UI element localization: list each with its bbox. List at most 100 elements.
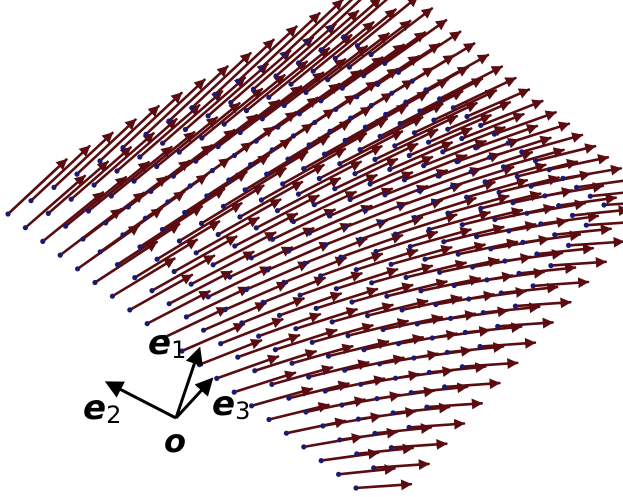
sample-point	[437, 96, 443, 102]
vector-arrow	[29, 144, 91, 202]
vector-arrow	[427, 209, 491, 231]
sample-point	[227, 274, 233, 280]
sample-point	[196, 362, 202, 368]
sample-point	[5, 211, 11, 217]
sample-point	[295, 191, 302, 197]
vector-arrow	[423, 241, 486, 261]
sample-point	[154, 256, 160, 262]
sample-point	[290, 218, 297, 225]
vector-arrow	[410, 42, 476, 83]
sample-point	[182, 126, 188, 133]
sample-point	[373, 248, 379, 255]
vector-arrow	[200, 87, 264, 140]
sample-point	[348, 115, 354, 121]
vector-arrow	[194, 113, 258, 163]
vector-arrow	[180, 322, 246, 353]
sample-point	[239, 320, 245, 326]
vector-arrow	[298, 69, 363, 116]
sample-point	[108, 193, 114, 199]
vector-arrow	[479, 190, 542, 210]
vector-arrow	[418, 77, 484, 113]
sample-point	[259, 116, 265, 122]
sample-point	[346, 64, 352, 70]
sample-point	[477, 343, 483, 350]
vector-arrow	[469, 150, 534, 173]
sample-point	[433, 301, 439, 308]
vector-arrow	[397, 30, 462, 74]
sample-point	[296, 111, 303, 117]
sample-point	[382, 192, 388, 198]
sample-point	[171, 268, 177, 275]
sample-point	[193, 250, 199, 256]
sample-point	[179, 348, 185, 354]
sample-point	[264, 171, 270, 177]
vector-arrow	[64, 176, 128, 228]
vector-arrow	[344, 201, 409, 229]
sample-point	[480, 310, 486, 316]
vector-arrow	[451, 76, 517, 109]
sample-point	[222, 307, 228, 313]
sample-point	[552, 232, 558, 238]
sample-point	[325, 353, 332, 359]
sample-point	[349, 299, 355, 305]
vector-arrow	[478, 337, 537, 349]
sample-point	[372, 156, 378, 162]
vector-arrow	[319, 448, 380, 462]
sample-point	[231, 152, 237, 159]
vector-arrow	[456, 238, 519, 256]
vector-arrow	[362, 31, 427, 77]
vector-arrow	[184, 76, 247, 131]
vector-arrow	[438, 65, 504, 101]
sample-point	[322, 242, 328, 248]
sample-point	[237, 214, 243, 220]
sample-point	[369, 280, 375, 286]
vector-arrow	[163, 306, 228, 339]
sample-point	[383, 111, 389, 117]
vector-arrow	[446, 193, 510, 215]
vector-arrow	[229, 49, 292, 104]
sample-point	[276, 312, 283, 318]
vector-arrow	[381, 313, 444, 331]
sample-point	[530, 283, 536, 289]
vector-arrow	[297, 160, 363, 196]
vector-arrow	[474, 124, 539, 150]
vector-arrow	[24, 174, 87, 229]
vector-arrow	[369, 7, 434, 56]
sample-point	[357, 147, 363, 153]
vector-arrow	[432, 89, 498, 122]
sample-point	[137, 154, 143, 160]
vector-arrow	[161, 90, 224, 145]
vector-arrow	[172, 128, 236, 178]
sample-point	[201, 327, 207, 333]
sample-point	[188, 281, 194, 287]
sample-point	[288, 81, 294, 87]
sample-point	[296, 60, 302, 66]
vector-arrow	[465, 177, 529, 199]
sample-point	[269, 236, 276, 242]
vector-arrow	[419, 275, 482, 293]
sample-point	[451, 282, 457, 289]
vector-arrow	[337, 464, 396, 476]
sample-point	[243, 286, 249, 293]
sample-point	[384, 293, 390, 299]
sample-point	[214, 375, 220, 381]
vector-arrow	[149, 144, 213, 193]
sample-point	[342, 367, 348, 373]
vector-arrow	[549, 257, 608, 268]
sample-point	[464, 194, 470, 200]
sample-point	[333, 286, 339, 292]
sample-point	[103, 220, 109, 226]
vector-arrow	[189, 250, 255, 286]
sample-point	[496, 189, 502, 195]
sample-point	[409, 78, 415, 84]
vector-arrow	[354, 479, 413, 491]
sample-point	[269, 147, 275, 153]
vector-arrow	[348, 171, 414, 201]
vector-arrow	[307, 359, 370, 379]
vector-arrow	[372, 459, 430, 471]
sample-point	[392, 143, 398, 149]
sample-point	[484, 277, 490, 283]
vector-arrow	[260, 163, 325, 202]
sample-point	[318, 273, 324, 279]
sample-point	[399, 307, 405, 313]
